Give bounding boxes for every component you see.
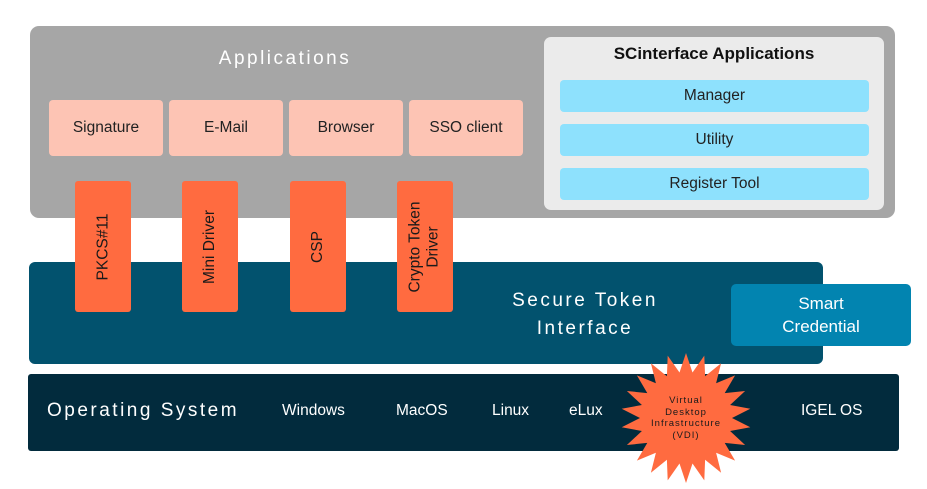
- driver-pkcs11-label: PKCS#11: [94, 213, 112, 280]
- app-signature: Signature: [49, 100, 163, 156]
- scinterface-title: SCinterface Applications: [613, 44, 815, 63]
- app-email: E-Mail: [169, 100, 283, 156]
- secure-token-label: Secure Token Interface: [470, 287, 700, 343]
- os-igel: IGEL OS: [801, 402, 863, 419]
- driver-crypto-token: Crypto Token Driver: [397, 181, 453, 312]
- vdi-starburst-icon: [621, 353, 751, 483]
- operating-system-layer: [28, 374, 899, 451]
- app-browser: Browser: [289, 100, 403, 156]
- driver-csp: CSP: [290, 181, 346, 312]
- os-macos: MacOS: [396, 402, 448, 419]
- vdi-line2: Desktop: [665, 406, 707, 418]
- vdi-line3: Infrastructure: [651, 418, 721, 429]
- vdi-label: Virtual Desktop Infrastructure (VDI): [620, 395, 752, 441]
- driver-crypto-token-label: Crypto Token Driver: [407, 201, 443, 292]
- applications-title: Applications: [218, 48, 352, 69]
- driver-mini-driver: Mini Driver: [182, 181, 238, 312]
- app-sso-client: SSO client: [409, 100, 523, 156]
- scinterface-manager: Manager: [560, 80, 869, 112]
- driver-crypto-token-line1: Crypto Token: [407, 200, 425, 293]
- operating-system-title: Operating System: [47, 400, 240, 421]
- os-linux: Linux: [492, 402, 530, 419]
- scinterface-register-tool: Register Tool: [560, 168, 869, 200]
- os-windows: Windows: [282, 402, 345, 419]
- driver-pkcs11: PKCS#11: [75, 181, 131, 312]
- smart-credential-line1: Smart: [798, 294, 844, 313]
- driver-mini-driver-label: Mini Driver: [201, 209, 218, 284]
- driver-crypto-token-line2: Driver: [425, 225, 443, 268]
- smart-credential-line2: Credential: [782, 317, 860, 336]
- vdi-line1: Virtual: [669, 395, 703, 406]
- driver-csp-label: CSP: [309, 230, 326, 263]
- secure-token-line2: Interface: [536, 318, 634, 339]
- secure-token-line1: Secure Token: [512, 290, 658, 311]
- smart-credential-box: Smart Credential: [731, 284, 911, 346]
- vdi-line4: (VDI): [672, 429, 700, 441]
- scinterface-utility: Utility: [560, 124, 869, 156]
- os-elux: eLux: [569, 402, 603, 419]
